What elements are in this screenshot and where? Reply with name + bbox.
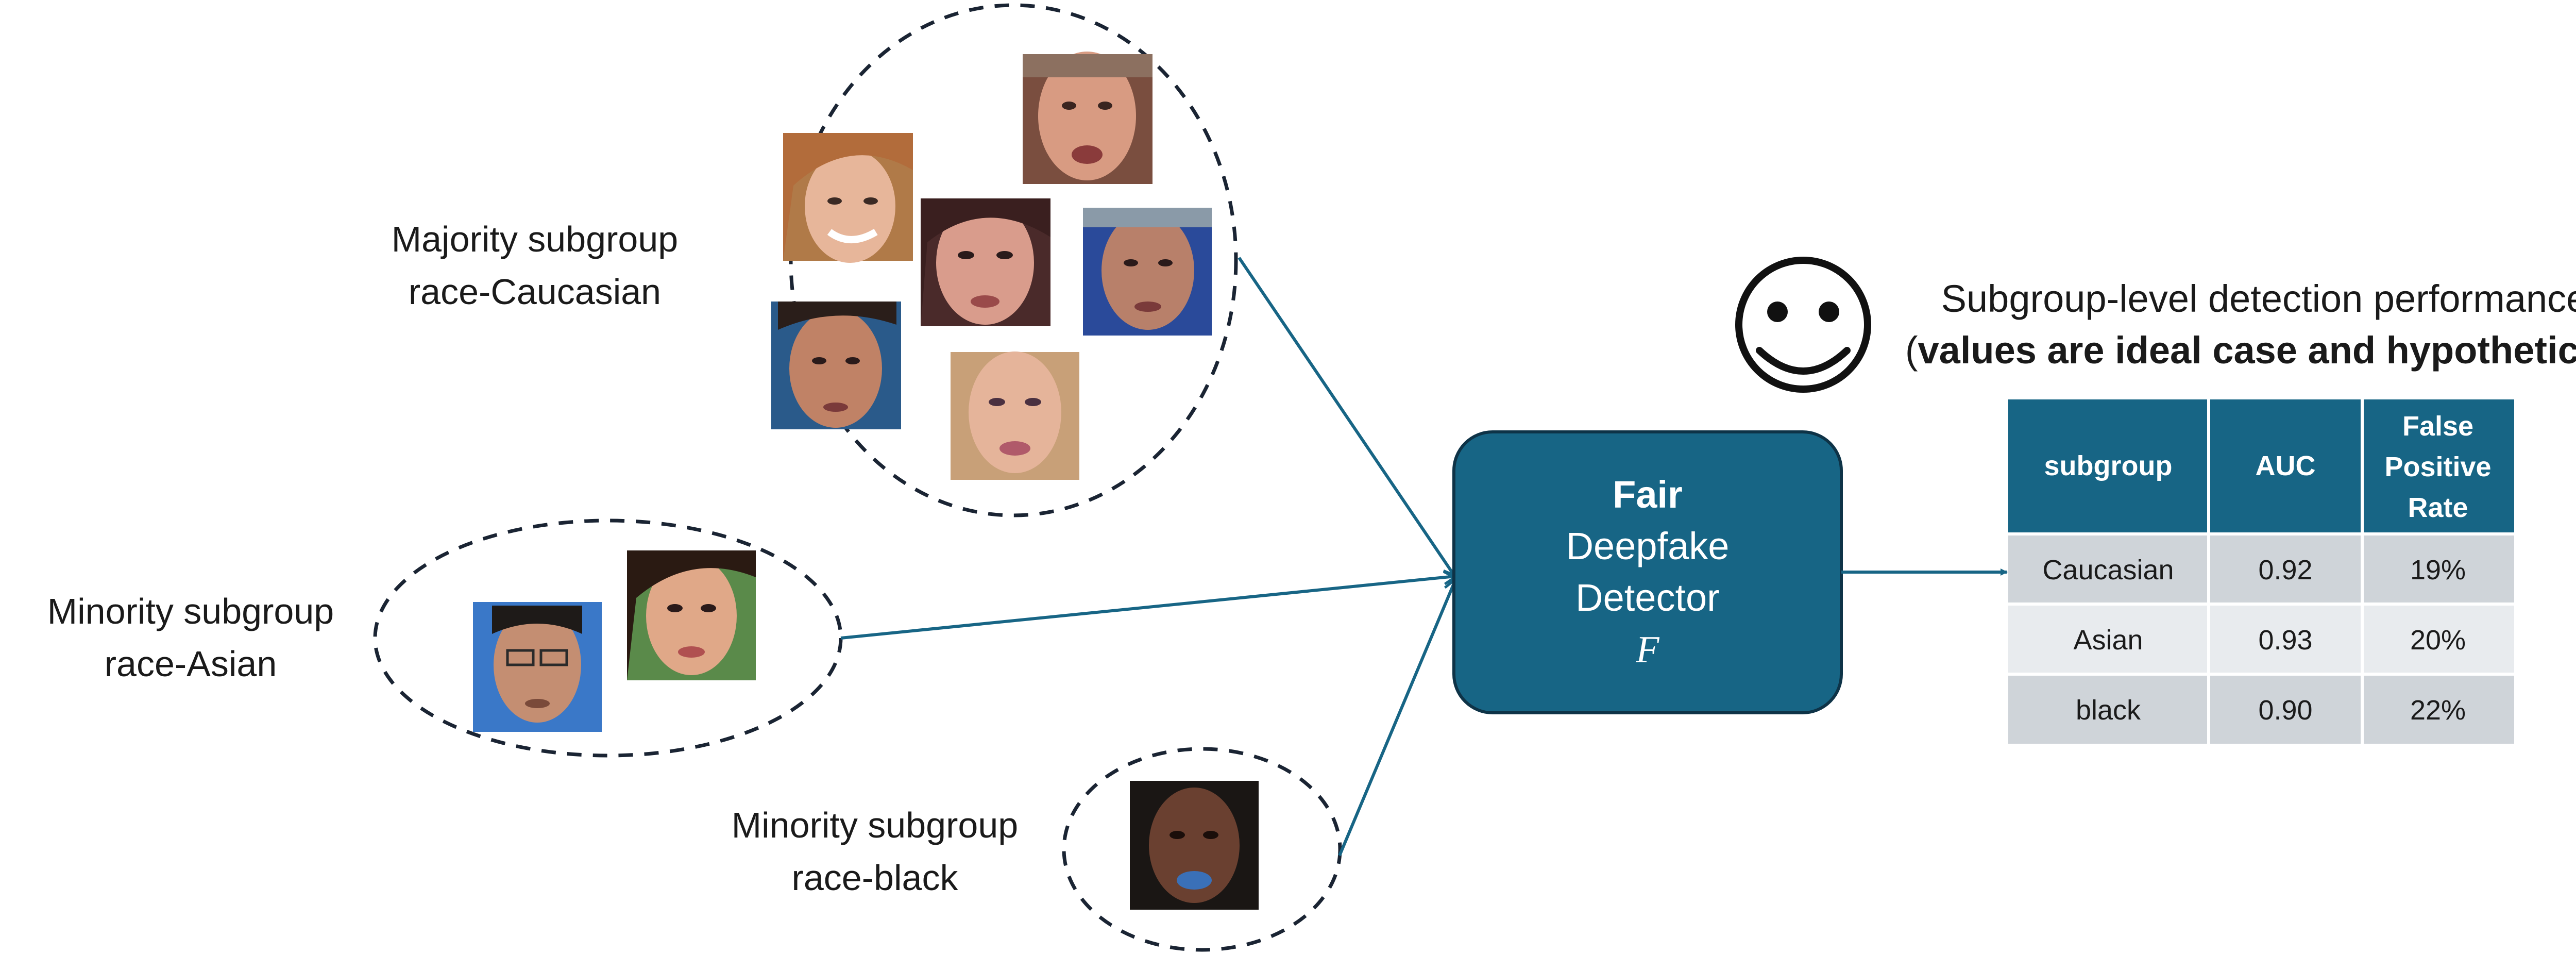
face-thumbnail-caucasian-3 bbox=[921, 198, 1050, 326]
table-cell-auc: 0.92 bbox=[2258, 555, 2312, 585]
table-cell-subgroup: Caucasian bbox=[2042, 555, 2174, 585]
arrow-majority-to-detector bbox=[1238, 257, 1455, 577]
black-group-label-line2: race-black bbox=[792, 858, 959, 898]
table-cell-fpr: 20% bbox=[2410, 625, 2466, 656]
performance-table: subgroup AUC False Positive Rate Caucasi… bbox=[2008, 399, 2514, 744]
face-thumbnail-caucasian-2 bbox=[783, 133, 913, 263]
table-header-bg bbox=[2008, 399, 2514, 533]
table-header-fpr-line3: Rate bbox=[2408, 492, 2468, 523]
table-cell-fpr: 19% bbox=[2410, 555, 2466, 585]
face-thumbnail-caucasian-4 bbox=[1083, 208, 1212, 336]
face-thumbnail-caucasian-1 bbox=[1023, 52, 1153, 184]
face-thumbnail-black-1 bbox=[1130, 781, 1259, 910]
asian-group-ellipse bbox=[373, 518, 843, 758]
detector-label-fair: Fair bbox=[1613, 473, 1683, 516]
performance-title: Subgroup-level detection performance bbox=[1941, 277, 2576, 320]
majority-group-label-line2: race-Caucasian bbox=[409, 272, 661, 312]
table-cell-fpr: 22% bbox=[2410, 695, 2466, 726]
table-cell-auc: 0.93 bbox=[2258, 625, 2312, 656]
detector-label-deepfake: Deepfake bbox=[1566, 525, 1730, 567]
table-header-auc: AUC bbox=[2256, 450, 2316, 481]
majority-group-label-line1: Majority subgroup bbox=[392, 219, 678, 259]
performance-note: (values are ideal case and hypothetical) bbox=[1905, 329, 2576, 372]
table-row: black 0.90 22% bbox=[2008, 675, 2514, 744]
smiley-face-icon bbox=[1735, 257, 1871, 393]
black-group-ellipse bbox=[1062, 747, 1342, 952]
table-row: Asian 0.93 20% bbox=[2008, 605, 2514, 674]
face-thumbnail-caucasian-5 bbox=[771, 302, 901, 429]
fair-deepfake-detector: Fair Deepfake Detector F bbox=[1452, 430, 1843, 714]
face-thumbnail-asian-1 bbox=[473, 602, 602, 732]
detector-symbol: F bbox=[1635, 629, 1659, 671]
arrow-asian-to-detector bbox=[840, 576, 1455, 640]
table-row: Caucasian 0.92 19% bbox=[2008, 535, 2514, 604]
asian-group-label-line1: Minority subgroup bbox=[47, 591, 334, 631]
asian-group-label-line2: race-Asian bbox=[105, 644, 277, 684]
black-group bbox=[1062, 747, 1342, 952]
arrow-black-to-detector bbox=[1338, 580, 1455, 857]
face-thumbnail-caucasian-6 bbox=[951, 352, 1079, 480]
table-cell-auc: 0.90 bbox=[2258, 695, 2312, 726]
face-thumbnail-asian-2 bbox=[627, 550, 756, 680]
table-header-fpr-line1: False bbox=[2402, 411, 2473, 442]
table-cell-subgroup: black bbox=[2076, 695, 2141, 726]
table-header-subgroup: subgroup bbox=[2044, 450, 2173, 481]
asian-group bbox=[373, 518, 843, 758]
black-group-label-line1: Minority subgroup bbox=[732, 805, 1018, 845]
majority-group bbox=[771, 3, 1238, 517]
detector-label-detector: Detector bbox=[1575, 576, 1720, 619]
table-header-fpr-line2: Positive bbox=[2384, 451, 2491, 482]
table-cell-subgroup: Asian bbox=[2073, 625, 2143, 656]
